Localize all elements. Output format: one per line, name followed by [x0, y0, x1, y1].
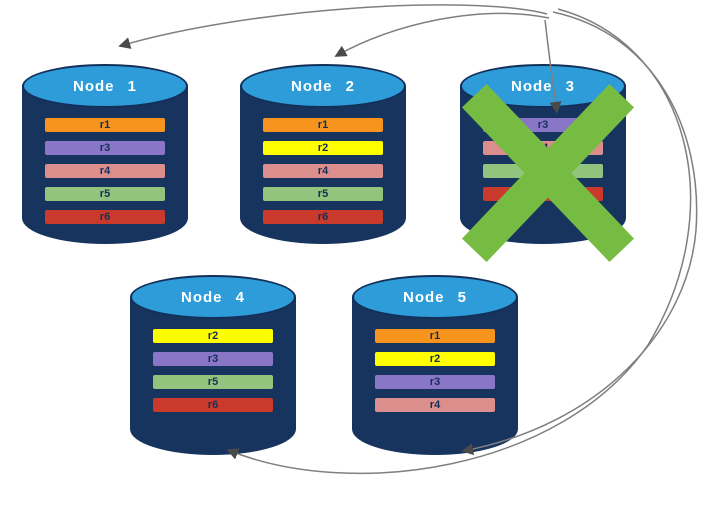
replica-bar-r3: r3 [375, 375, 495, 389]
replica-bar-r6: r6 [263, 210, 383, 224]
replica-bar-r3: r3 [45, 141, 165, 155]
node-2-replica-stack: r1 r2 r4 r5 r6 [263, 118, 383, 224]
replica-bar-r2: r2 [263, 141, 383, 155]
node-2-title: Node 2 [290, 77, 355, 95]
node-3-cylinder: Node 3 r3 r4 r5 r6 [460, 64, 626, 244]
replica-bar-r4: r4 [483, 141, 603, 155]
replica-bar-r5: r5 [263, 187, 383, 201]
replica-bar-r6: r6 [153, 398, 273, 412]
node-3-title: Node 3 [510, 77, 575, 95]
replica-bar-r1: r1 [263, 118, 383, 132]
arrow-node3-to-node2 [334, 12, 550, 57]
node-5-replica-stack: r1 r2 r3 r4 [375, 329, 495, 412]
node-1-replica-stack: r1 r3 r4 r5 r6 [45, 118, 165, 224]
replica-bar-r6: r6 [45, 210, 165, 224]
replica-bar-r6: r6 [483, 187, 603, 201]
replica-bar-r4: r4 [263, 164, 383, 178]
replica-bar-r3: r3 [153, 352, 273, 366]
node-4-replica-stack: r2 r3 r5 r6 [153, 329, 273, 412]
replica-bar-r2: r2 [375, 352, 495, 366]
node-5-cylinder-top: Node 5 [352, 275, 518, 319]
node-1-title: Node 1 [72, 77, 137, 95]
node-4-cylinder: Node 4 r2 r3 r5 r6 [130, 275, 296, 455]
replica-bar-r4: r4 [375, 398, 495, 412]
replica-bar-r5: r5 [45, 187, 165, 201]
node-5-cylinder: Node 5 r1 r2 r3 r4 [352, 275, 518, 455]
replica-bar-r5: r5 [153, 375, 273, 389]
node-1-cylinder: Node 1 r1 r3 r4 r5 r6 [22, 64, 188, 244]
node-5-title: Node 5 [402, 288, 467, 306]
arrow-node3-to-node1 [118, 4, 548, 49]
node-2-cylinder-top: Node 2 [240, 64, 406, 108]
replica-bar-r1: r1 [375, 329, 495, 343]
node-4-cylinder-top: Node 4 [130, 275, 296, 319]
replica-bar-r3: r3 [483, 118, 603, 132]
replica-bar-r4: r4 [45, 164, 165, 178]
replica-bar-r5: r5 [483, 164, 603, 178]
replica-bar-r2: r2 [153, 329, 273, 343]
node-4-title: Node 4 [180, 288, 245, 306]
replica-bar-r1: r1 [45, 118, 165, 132]
node-3-replica-stack: r3 r4 r5 r6 [483, 118, 603, 201]
node-2-cylinder: Node 2 r1 r2 r4 r5 r6 [240, 64, 406, 244]
node-1-cylinder-top: Node 1 [22, 64, 188, 108]
node-3-cylinder-top: Node 3 [460, 64, 626, 108]
